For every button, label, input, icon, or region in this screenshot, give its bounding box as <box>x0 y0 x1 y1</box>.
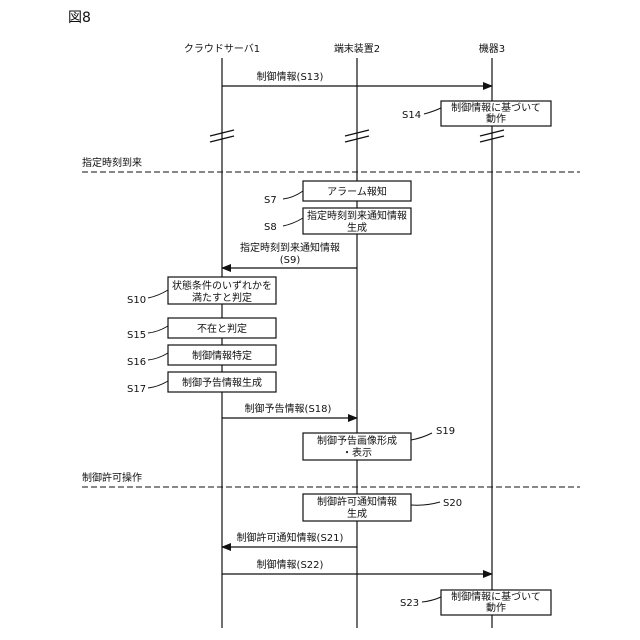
message-label-s9-line1: 指定時刻到来通知情報 <box>240 241 340 254</box>
process-s20-line1: 制御許可通知情報 <box>317 495 397 508</box>
process-s10: 状態条件のいずれかを 満たすと判定 S10 <box>127 277 276 306</box>
process-s8-line1: 指定時刻到来通知情報 <box>307 209 407 222</box>
message-label-s22: 制御情報(S22) <box>257 558 324 571</box>
process-s19-leader <box>411 433 432 440</box>
process-s23: 制御情報に基づいて 動作 S23 <box>400 590 551 615</box>
process-s20: 制御許可通知情報 生成 S20 <box>303 494 462 521</box>
process-s7-step: S7 <box>264 195 277 206</box>
process-s14: 制御情報に基づいて 動作 S14 <box>402 101 551 126</box>
process-s17: 制御予告情報生成 S17 <box>127 372 276 395</box>
figure-label: 図8 <box>68 10 91 26</box>
process-s8: 指定時刻到来通知情報 生成 S8 <box>264 208 411 234</box>
process-s15-leader <box>148 326 168 333</box>
process-s23-step: S23 <box>400 598 419 609</box>
process-s7-label: アラーム報知 <box>327 185 387 198</box>
message-label-s21: 制御許可通知情報(S21) <box>237 531 344 544</box>
process-s23-line2: 動作 <box>486 601 506 614</box>
process-s16-step: S16 <box>127 357 146 368</box>
lane-label-cloud: クラウドサーバ1 <box>184 43 260 55</box>
process-s15-step: S15 <box>127 330 146 341</box>
process-s17-leader <box>148 381 168 388</box>
message-label-s9-line2: (S9) <box>280 255 301 266</box>
lane-label-device: 機器3 <box>479 42 505 55</box>
process-s23-line1: 制御情報に基づいて <box>451 590 541 603</box>
process-s8-line2: 生成 <box>347 221 367 234</box>
process-s16: 制御情報特定 S16 <box>127 345 276 368</box>
lane-label-terminal: 端末装置2 <box>334 42 380 55</box>
process-s7: アラーム報知 S7 <box>264 181 411 206</box>
process-s8-step: S8 <box>264 222 277 233</box>
process-s17-label: 制御予告情報生成 <box>182 376 262 389</box>
process-s19-step: S19 <box>436 426 455 437</box>
process-s14-leader <box>424 108 441 114</box>
process-s17-step: S17 <box>127 384 146 395</box>
process-s19: 制御予告画像形成 ・表示 S19 <box>303 426 455 460</box>
process-s16-label: 制御情報特定 <box>192 349 252 362</box>
process-s10-leader <box>148 290 168 298</box>
process-s15-label: 不在と判定 <box>197 322 247 335</box>
process-s20-line2: 生成 <box>347 507 367 520</box>
section-label-control-permission: 制御許可操作 <box>82 471 142 484</box>
process-s10-line2: 満たすと判定 <box>192 291 252 304</box>
process-s20-leader <box>411 502 440 505</box>
process-s14-line1: 制御情報に基づいて <box>451 101 541 114</box>
message-label-s18: 制御予告情報(S18) <box>245 402 332 415</box>
process-s14-line2: 動作 <box>486 112 506 125</box>
process-s20-step: S20 <box>443 498 462 509</box>
process-s19-line1: 制御予告画像形成 <box>317 434 397 447</box>
process-s15: 不在と判定 S15 <box>127 318 276 341</box>
process-s8-leader <box>283 218 303 226</box>
process-s7-leader <box>283 191 303 199</box>
message-label-s13: 制御情報(S13) <box>257 70 324 83</box>
process-s10-line1: 状態条件のいずれかを <box>172 279 272 292</box>
process-s16-leader <box>148 353 168 360</box>
process-s10-step: S10 <box>127 295 146 306</box>
process-s23-leader <box>422 597 441 602</box>
process-s19-line2: ・表示 <box>342 446 372 459</box>
process-s14-step: S14 <box>402 110 421 121</box>
section-label-designated-time: 指定時刻到来 <box>82 156 142 169</box>
